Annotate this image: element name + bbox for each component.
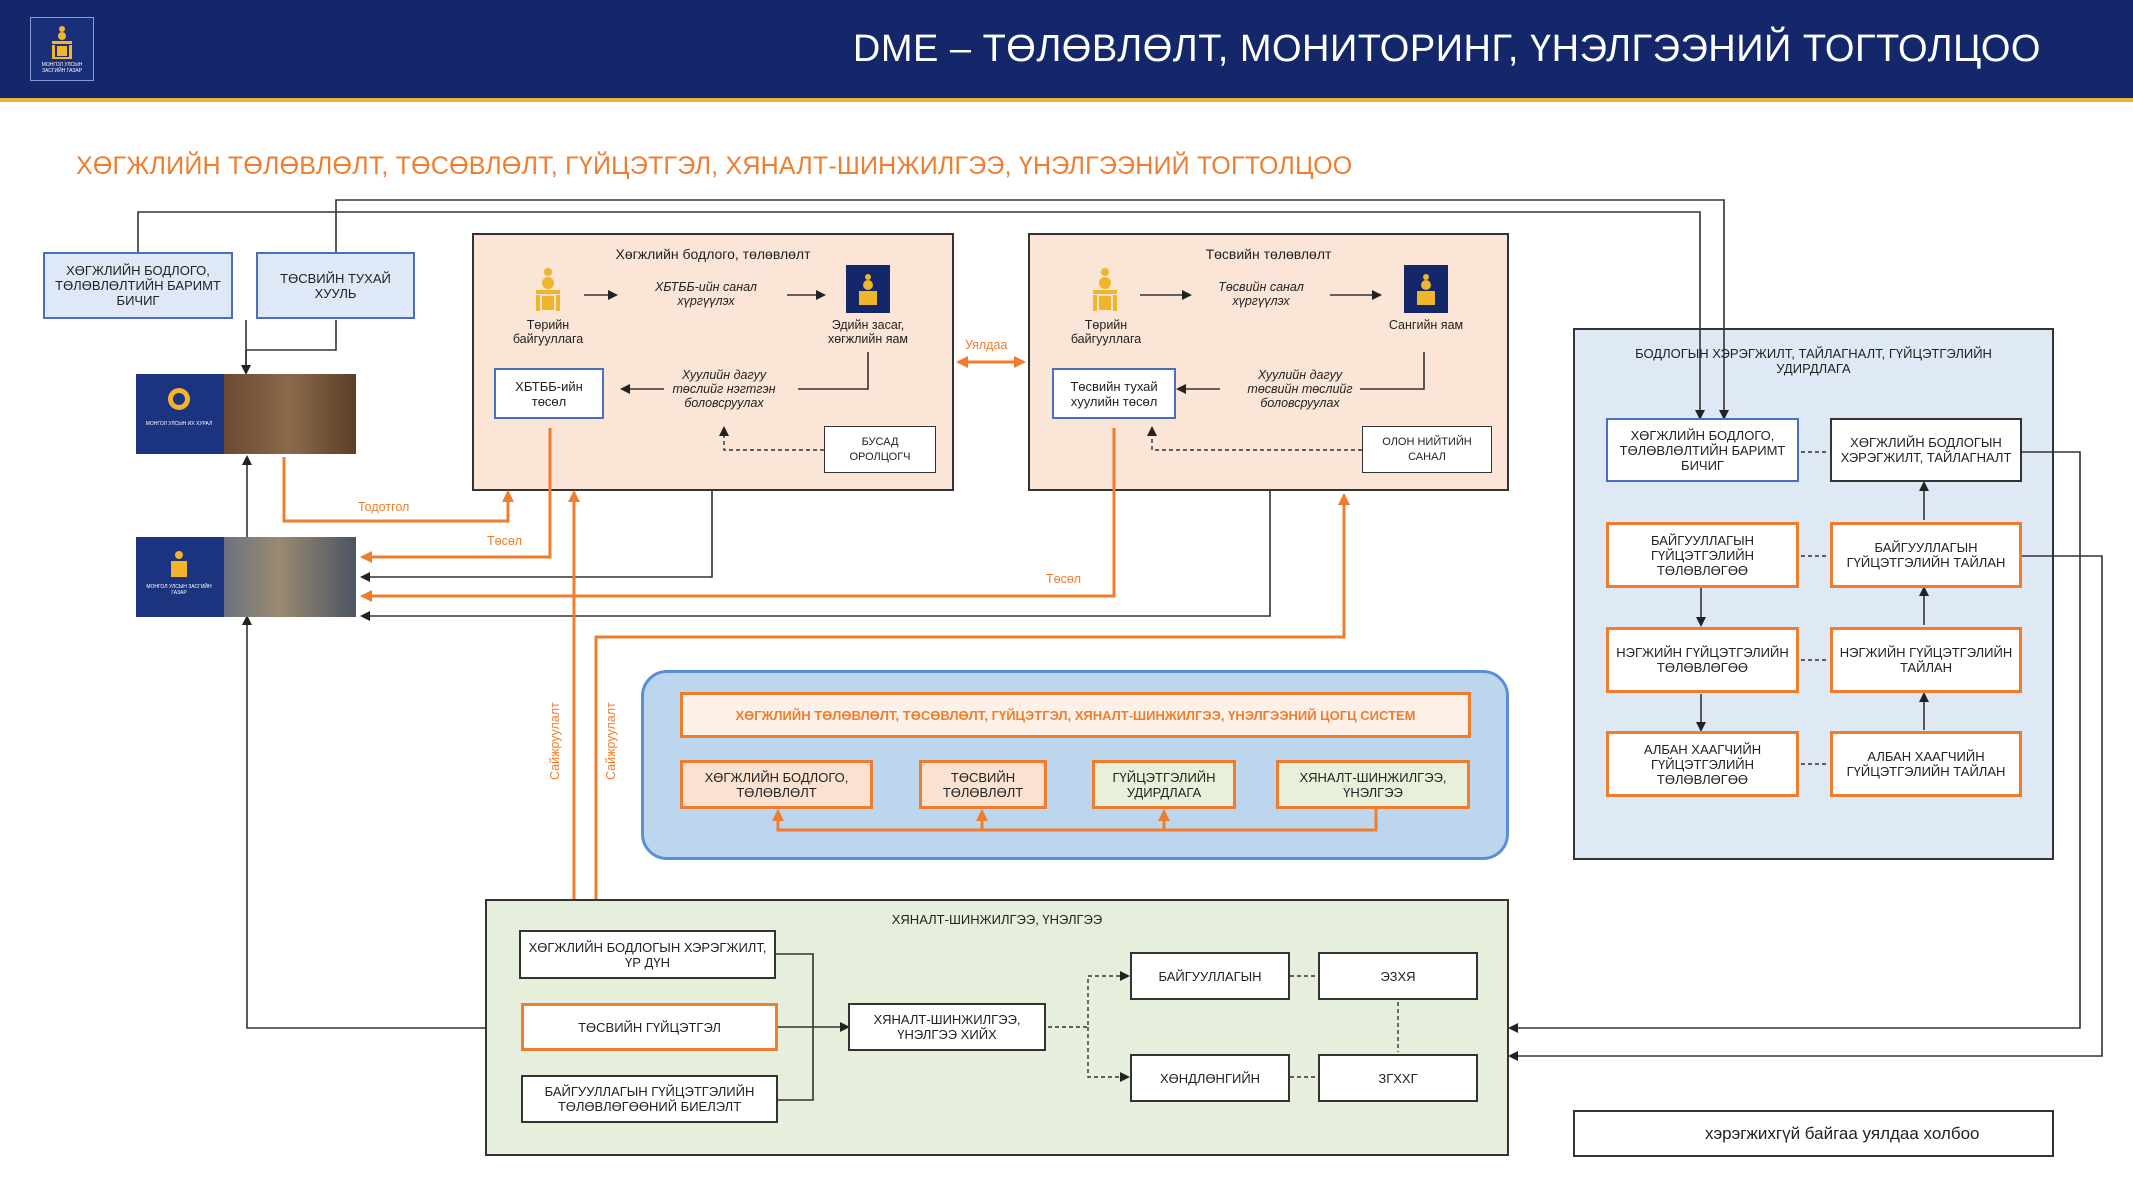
system-item-dev-policy: ХӨГЖЛИЙН БОДЛОГО, ТӨЛӨВЛӨЛТ — [680, 760, 873, 809]
header-bar — [0, 0, 2133, 98]
budget-org-label: Төрийн байгууллага — [1070, 318, 1142, 346]
policy-panel-title: БОДЛОГЫН ХЭРЭГЖИЛТ, ТАЙЛАГНАЛТ, ГҮЙЦЭТГЭ… — [1635, 346, 1992, 376]
public-input-box: ОЛОН НИЙТИЙН САНАЛ — [1362, 426, 1492, 473]
budget-law-box: ТӨСВИЙН ТУХАЙ ХУУЛЬ — [256, 252, 415, 319]
budget-panel-title: Төсвийн төлөвлөлт — [1205, 246, 1332, 262]
draft-label-budget: Төсөл — [1046, 572, 1082, 586]
dev-org-label: Төрийн байгууллага — [512, 318, 584, 346]
system-item-budget: ТӨСВИЙН ТӨЛӨВЛӨЛТ — [919, 760, 1047, 809]
org-performance-report-box: БАЙГУУЛЛАГЫН ГҮЙЦЭТГЭЛИЙН ТАЙЛАН — [1830, 522, 2022, 588]
legend-text: хэрэгжихгүй байгаа уялдаа холбоо — [1705, 1123, 1980, 1143]
me-input-policy-results: ХӨГЖЛИЙН БОДЛОГЫН ХЭРЭГЖИЛТ, ҮР ДҮН — [519, 930, 776, 979]
dev-panel-title: Хөгжлийн бодлого, төлөвлөлт — [615, 246, 811, 262]
me-independent-box: ХӨНДЛӨНГИЙН — [1130, 1054, 1290, 1102]
parliament-image: МОНГОЛ УЛСЫН ИХ ХУРАЛ — [136, 374, 356, 454]
policy-implementation-box: ХӨГЖЛИЙН БОДЛОГЫН ХЭРЭГЖИЛТ, ТАЙЛАГНАЛТ — [1830, 418, 2022, 482]
parliament-emblem-icon — [168, 388, 190, 410]
ministry-finance-emblem-icon — [1404, 265, 1448, 313]
staff-performance-report-box: АЛБАН ХААГЧИЙН ГҮЙЦЭТГЭЛИЙН ТАЙЛАН — [1830, 731, 2022, 797]
link-label: Уялдаа — [965, 338, 1008, 352]
government-emblem-icon — [171, 551, 187, 577]
ministry-economy-label: Эдийн засаг, хөгжлийн яам — [827, 318, 909, 346]
me-input-org-plan-fulfillment: БАЙГУУЛЛАГЫН ГҮЙЦЭТГЭЛИЙН ТӨЛӨВЛӨГӨӨНИЙ … — [521, 1075, 778, 1123]
unit-performance-plan-box: НЭГЖИЙН ГҮЙЦЭТГЭЛИЙН ТӨЛӨВЛӨГӨӨ — [1606, 627, 1799, 693]
unit-performance-report-box: НЭГЖИЙН ГҮЙЦЭТГЭЛИЙН ТАЙЛАН — [1830, 627, 2022, 693]
staff-performance-plan-box: АЛБАН ХААГЧИЙН ГҮЙЦЭТГЭЛИЙН ТӨЛӨВЛӨГӨӨ — [1606, 731, 1799, 797]
header-accent-line — [0, 98, 2133, 102]
government-caption: МОНГОЛ УЛСЫН ЗАСГИЙН ГАЗАР — [146, 584, 212, 596]
integrated-system-title-box: ХӨГЖЛИЙН ТӨЛӨВЛӨЛТ, ТӨСӨВЛӨЛТ, ГҮЙЦЭТГЭЛ… — [680, 692, 1471, 738]
government-logo: МОНГОЛ УЛСЫН ЗАСГИЙН ГАЗАР — [30, 17, 94, 81]
me-zgkhkhg-box: ЗГХХГ — [1318, 1054, 1478, 1102]
dev-law-note: Хуулийн дагуу төслийг нэгтгэн боловсруул… — [672, 368, 776, 410]
ministry-finance-label: Сангийн яам — [1388, 318, 1464, 332]
government-image: МОНГОЛ УЛСЫН ЗАСГИЙН ГАЗАР — [136, 537, 356, 617]
ministry-economy-emblem-icon — [846, 265, 890, 313]
legend-box: хэрэгжихгүй байгаа уялдаа холбоо — [1573, 1110, 2054, 1157]
improve-label-2: Сайжруулалт — [604, 702, 618, 780]
me-ezkhya-box: ЭЗХЯ — [1318, 952, 1478, 1000]
draft-label-dev: Төсөл — [487, 534, 523, 548]
improve-label-1: Сайжруулалт — [548, 702, 562, 780]
logo-caption: МОНГОЛ УЛСЫН ЗАСГИЙН ГАЗАР — [41, 62, 83, 74]
budget-proposal-label: Төсвийн санал хүргүүлэх — [1218, 280, 1304, 308]
budget-draft-box: Төсвийн тухай хуулийн төсөл — [1052, 368, 1176, 419]
me-panel-title: ХЯНАЛТ-ШИНЖИЛГЭЭ, ҮНЭЛГЭЭ — [891, 912, 1103, 927]
me-input-budget-execution: ТӨСВИЙН ГҮЙЦЭТГЭЛ — [521, 1003, 778, 1051]
budget-org-emblem-icon — [1085, 266, 1125, 314]
dev-org-emblem-icon — [528, 266, 568, 314]
parliament-caption: МОНГОЛ УЛСЫН ИХ ХУРАЛ — [145, 421, 213, 427]
system-item-performance: ГҮЙЦЭТГЭЛИЙН УДИРДЛАГА — [1092, 760, 1236, 809]
dev-policy-document-box: ХӨГЖЛИЙН БОДЛОГО, ТӨЛӨВЛӨЛТИЙН БАРИМТ БИ… — [43, 252, 233, 319]
org-performance-plan-box: БАЙГУУЛЛАГЫН ГҮЙЦЭТГЭЛИЙН ТӨЛӨВЛӨГӨӨ — [1606, 522, 1799, 588]
page-title: DME – ТӨЛӨВЛӨЛТ, МОНИТОРИНГ, ҮНЭЛГЭЭНИЙ … — [852, 28, 2041, 70]
me-org-box: БАЙГУУЛЛАГЫН — [1130, 952, 1290, 1000]
other-participants-box: БУСАД ОРОЛЦОГЧ — [824, 426, 936, 473]
me-process-box: ХЯНАЛТ-ШИНЖИЛГЭЭ, ҮНЭЛГЭЭ ХИЙХ — [848, 1003, 1046, 1051]
diagram-subtitle: ХӨГЖЛИЙН ТӨЛӨВЛӨЛТ, ТӨСӨВЛӨЛТ, ГҮЙЦЭТГЭЛ… — [76, 152, 1353, 180]
budget-law-note: Хуулийн дагуу төсвийн төслийг боловсруул… — [1247, 368, 1353, 410]
dev-proposal-label: ХБТББ-ийн санал хүргүүлэх — [655, 280, 757, 308]
system-item-monitoring: ХЯНАЛТ-ШИНЖИЛГЭЭ, ҮНЭЛГЭЭ — [1276, 760, 1470, 809]
dev-draft-box: ХБТББ-ийн төсөл — [494, 368, 604, 419]
soyombo-icon — [52, 26, 72, 59]
clarify-label: Тодотгол — [358, 500, 410, 514]
policy-doc-box: ХӨГЖЛИЙН БОДЛОГО, ТӨЛӨВЛӨЛТИЙН БАРИМТ БИ… — [1606, 418, 1799, 482]
